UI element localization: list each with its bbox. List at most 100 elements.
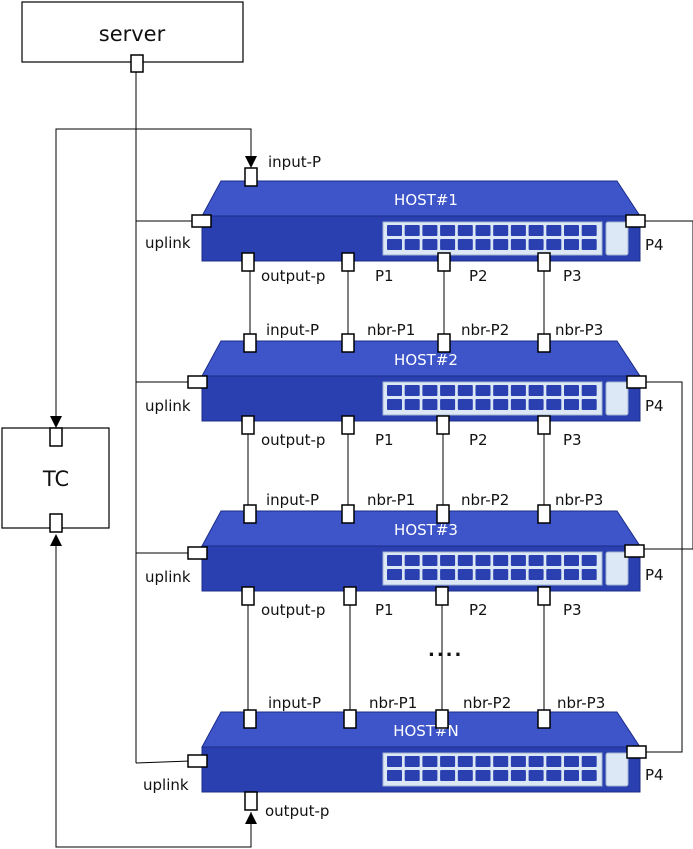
rj45-jack	[440, 399, 456, 410]
rj45-jack	[546, 569, 562, 580]
rj45-jack	[493, 569, 509, 580]
host2-nbr2-label: nbr-P2	[461, 321, 509, 339]
port-labels: input-P uplink P4 output-p P1 P2 P3 inpu…	[143, 153, 664, 820]
vertical-port-box	[244, 167, 258, 187]
rj45-jack	[510, 569, 526, 580]
rj45-jack	[510, 399, 526, 410]
rj45-jack	[475, 239, 491, 250]
port-boxes	[187, 167, 647, 811]
rj45-jack	[422, 239, 438, 250]
rj45-jack	[528, 756, 544, 767]
switch-host-4: HOST#N	[201, 711, 641, 793]
rj45-jack	[564, 555, 579, 566]
host3-uplink-label: uplink	[145, 568, 191, 586]
vertical-port-box	[437, 252, 451, 272]
switch-module	[605, 752, 629, 787]
host2-uplink-label: uplink	[145, 397, 191, 415]
host2-input-label: input-P	[266, 321, 319, 339]
hostn-p4-label: P4	[645, 766, 664, 784]
rj45-jack	[546, 385, 562, 396]
host-label: HOST#3	[394, 521, 458, 539]
host2-p2-label: P2	[469, 431, 488, 449]
rj45-jack	[404, 239, 420, 250]
rj45-jack	[510, 555, 526, 566]
vertical-port-box	[241, 586, 255, 606]
vertical-port-box	[243, 333, 257, 353]
rj45-jack	[422, 555, 438, 566]
rj45-jack	[564, 239, 579, 250]
vertical-port-box	[343, 586, 357, 606]
rj45-jack	[457, 239, 473, 250]
rj45-jack	[440, 239, 456, 250]
horizontal-port-box	[626, 745, 647, 759]
arrow-to-hostn-output	[245, 812, 257, 824]
host2-p1-label: P1	[375, 431, 394, 449]
rj45-jack	[404, 225, 420, 236]
hostn-output-label: output-p	[265, 802, 329, 820]
vertical-port-box	[537, 415, 551, 435]
rj45-jack	[440, 555, 456, 566]
rj45-jack	[546, 239, 562, 250]
rj45-jack	[528, 239, 544, 250]
arrowheads	[50, 156, 257, 824]
rj45-jack	[404, 770, 420, 781]
rj45-jack	[422, 225, 438, 236]
rj45-jack	[440, 770, 456, 781]
host2-nbr3-label: nbr-P3	[555, 321, 603, 339]
vertical-port-box	[436, 504, 450, 524]
switch-module	[605, 221, 629, 256]
rj45-jack	[528, 770, 544, 781]
rj45-jack	[440, 756, 456, 767]
host3-nbr1-label: nbr-P1	[367, 491, 415, 509]
rj45-jack	[493, 385, 509, 396]
rj45-jack	[457, 770, 473, 781]
rj45-jack	[387, 399, 402, 410]
host3-output-label: output-p	[261, 601, 325, 619]
rj45-jack	[387, 770, 402, 781]
rj45-jack	[564, 225, 579, 236]
switch-module	[605, 551, 629, 586]
hostn-input-label: input-P	[268, 694, 321, 712]
host-label: HOST#N	[393, 722, 459, 740]
rj45-jack	[475, 385, 491, 396]
rj45-jack	[440, 225, 456, 236]
server-port	[130, 54, 144, 73]
rj45-jack	[422, 385, 438, 396]
tc-node: TC	[1, 427, 110, 533]
rj45-jack	[528, 569, 544, 580]
host3-p1-label: P1	[375, 601, 394, 619]
rj45-jack	[387, 385, 402, 396]
rj45-jack	[493, 225, 509, 236]
tc-top-port	[49, 427, 63, 447]
rj45-jack	[581, 756, 597, 767]
rj45-jack	[581, 569, 597, 580]
vertical-port-box	[241, 415, 255, 435]
rj45-jack	[404, 555, 420, 566]
host3-nbr2-label: nbr-P2	[461, 491, 509, 509]
rj45-jack	[404, 569, 420, 580]
rj45-jack	[440, 569, 456, 580]
arrow-to-tc-top	[50, 416, 62, 428]
host1-output-label: output-p	[261, 267, 325, 285]
rj45-jack	[510, 385, 526, 396]
rj45-jack	[564, 770, 579, 781]
hostn-nbr3-label: nbr-P3	[557, 694, 605, 712]
rj45-jack	[510, 225, 526, 236]
rj45-jack	[457, 225, 473, 236]
rj45-jack	[422, 770, 438, 781]
host2-nbr1-label: nbr-P1	[367, 321, 415, 339]
tc-label: TC	[42, 467, 69, 491]
rj45-jack	[546, 555, 562, 566]
ellipsis-label: ....	[428, 640, 463, 661]
host1-input-label: input-P	[268, 153, 321, 171]
rj45-jack	[457, 569, 473, 580]
rj45-jack	[475, 399, 491, 410]
rj45-jack	[475, 770, 491, 781]
rj45-jack	[528, 385, 544, 396]
rj45-jack	[422, 569, 438, 580]
horizontal-port-box	[626, 375, 647, 389]
horizontal-port-box	[191, 214, 212, 228]
hostn-uplink-label: uplink	[143, 776, 189, 794]
